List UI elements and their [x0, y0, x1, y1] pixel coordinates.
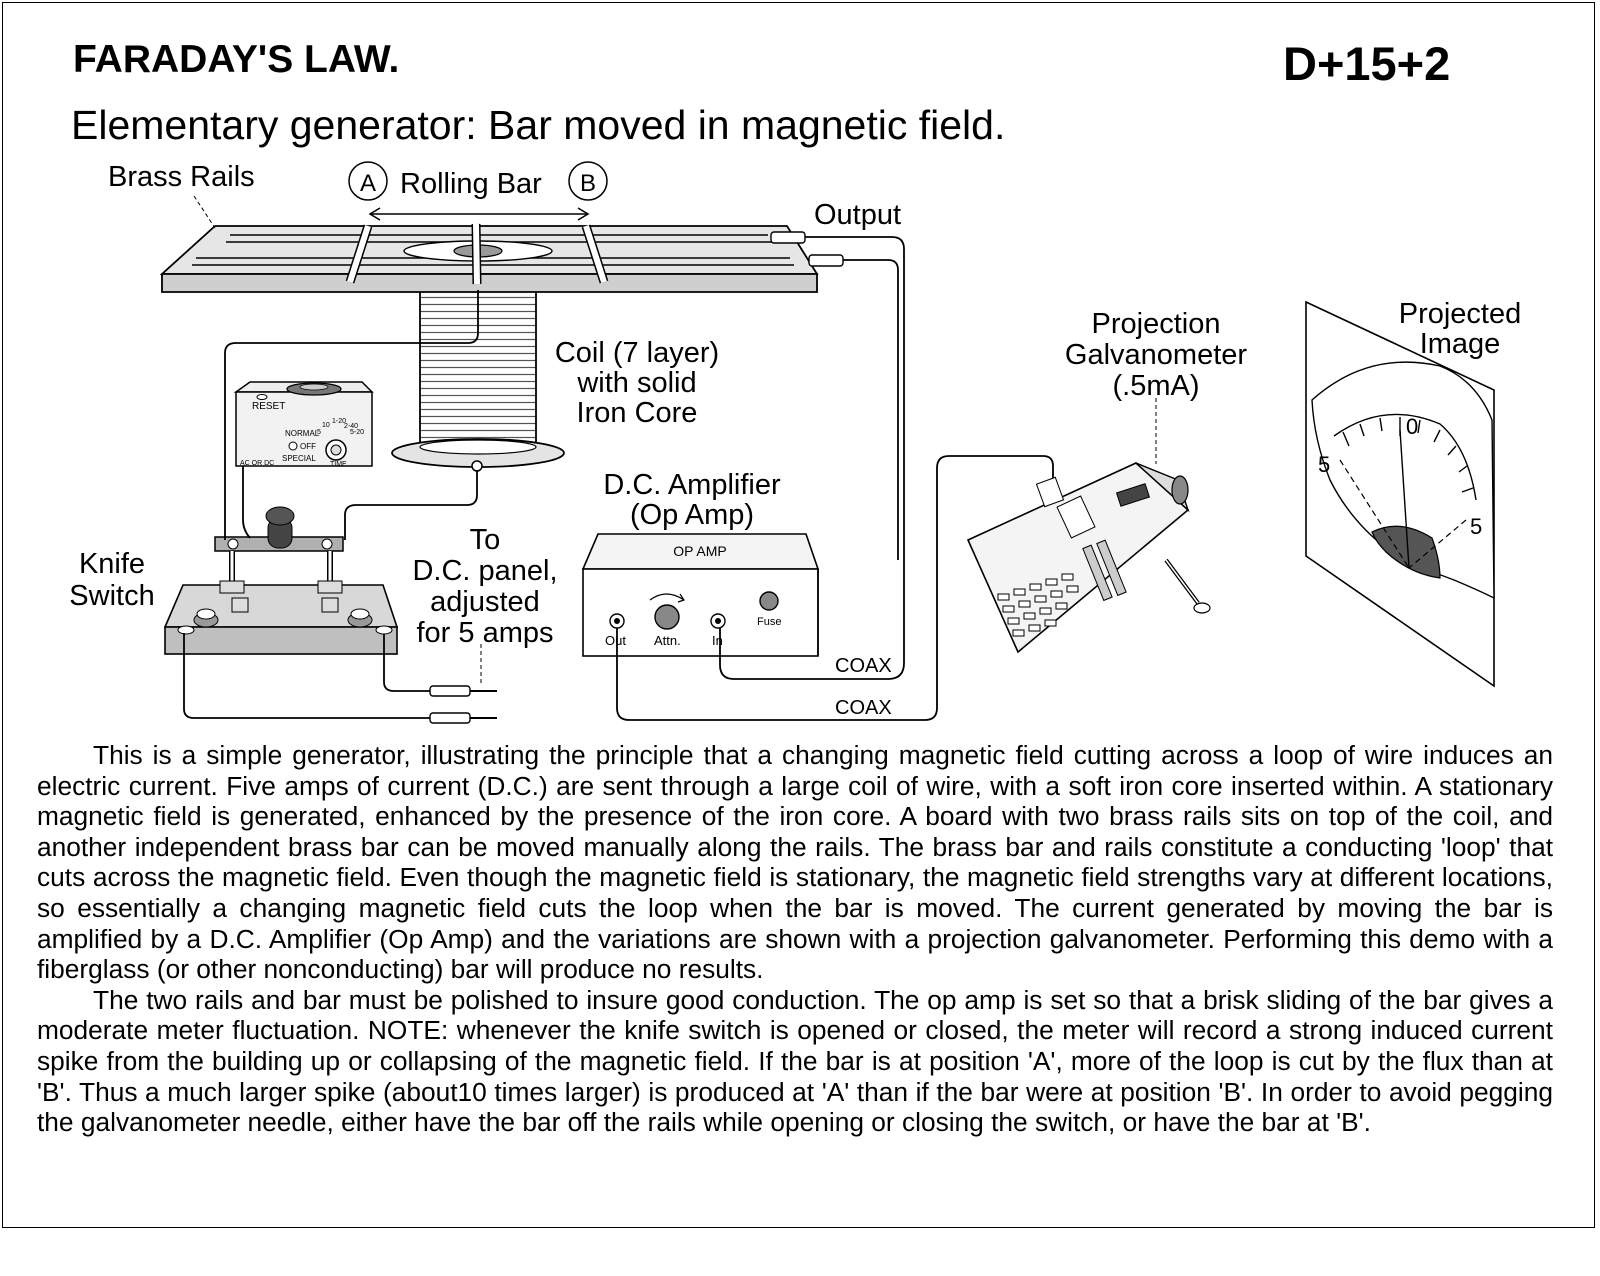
amplifier-line2: (Op Amp)	[630, 499, 754, 531]
description-paragraph-1: This is a simple generator, illustrating…	[37, 740, 1553, 985]
page-subtitle: Elementary generator: Bar moved in magne…	[71, 102, 1006, 148]
scale-ticks	[1342, 417, 1474, 493]
projected-image-label: Projected Image	[1399, 298, 1522, 360]
amplifier-line1: D.C. Amplifier	[603, 469, 781, 501]
dc-panel-label: To D.C. panel, adjusted for 5 amps	[412, 524, 557, 649]
scale-center-value: 0	[1406, 414, 1418, 439]
dc-panel-line3: adjusted	[430, 586, 540, 618]
op-amp: OP AMP Out Attn. In Fuse	[581, 533, 820, 657]
apparatus-diagram: Brass Rails A Rolling Bar B Output Coil …	[69, 161, 1522, 724]
coil-label: Coil (7 layer) with solid Iron Core	[555, 337, 719, 429]
dc-panel-line4: for 5 amps	[417, 617, 554, 649]
scale-right-value: 5	[1470, 514, 1482, 539]
dial-value: 2-40	[344, 423, 358, 430]
knife-switch-line2: Switch	[69, 580, 154, 612]
op-amp-name: OP AMP	[673, 543, 726, 559]
galvanometer-label: Projection Galvanometer (.5mA)	[1065, 308, 1247, 402]
op-amp-out: Out	[605, 633, 626, 648]
brass-rails-label: Brass Rails	[108, 161, 255, 193]
galvanometer-line1: Projection	[1092, 308, 1221, 340]
op-amp-fuse: Fuse	[757, 616, 781, 628]
galvanometer-line2: Galvanometer	[1065, 339, 1247, 371]
dial-value: 1-20	[332, 418, 346, 425]
wires	[183, 236, 1054, 721]
coil-label-line1: Coil (7 layer)	[555, 337, 719, 369]
knife-switch	[163, 506, 399, 655]
amplifier-label: D.C. Amplifier (Op Amp)	[603, 469, 781, 531]
timer-reset: RESET	[252, 401, 285, 412]
dc-panel-plugs	[429, 685, 497, 724]
timer-time: TIME	[330, 461, 347, 468]
rolling-bar-a	[345, 224, 373, 284]
timer-ac-dc: AC OR DC	[240, 460, 274, 467]
coil-label-line3: Iron Core	[577, 397, 698, 429]
op-amp-in: In	[712, 633, 723, 648]
marker-a: A	[360, 170, 376, 197]
timer-normal: NORMAL	[285, 429, 320, 438]
projection-galvanometer	[966, 462, 1211, 654]
coil-label-line2: with solid	[576, 367, 696, 399]
dc-panel-line1: To	[470, 524, 501, 556]
galvanometer-line3: (.5mA)	[1113, 370, 1200, 402]
description: This is a simple generator, illustrating…	[37, 740, 1553, 1138]
knife-switch-label: Knife Switch	[69, 548, 154, 612]
dial-value: 5	[317, 429, 321, 436]
timer-off: OFF	[300, 442, 316, 451]
scale-left-value: 5	[1318, 452, 1330, 477]
rolling-bar-b	[581, 224, 609, 284]
description-paragraph-2: The two rails and bar must be polished t…	[37, 984, 1553, 1138]
timer-special: SPECIAL	[282, 454, 316, 463]
coax-label-1: COAX	[835, 655, 892, 677]
motion-arrow	[368, 207, 590, 221]
demo-code: D+15+2	[1283, 37, 1451, 90]
coax-label-2: COAX	[835, 697, 892, 719]
dc-panel-line2: D.C. panel,	[412, 555, 557, 587]
dial-value: 5-20	[350, 429, 364, 436]
marker-b-circle	[568, 161, 608, 201]
rail-board	[159, 225, 844, 293]
projected-image-line2: Image	[1420, 328, 1501, 360]
projected-image: 5 0 5	[1305, 300, 1495, 688]
page-frame	[2, 2, 1595, 1228]
coil	[391, 287, 565, 472]
marker-b: B	[580, 170, 596, 197]
op-amp-attn: Attn.	[654, 633, 681, 648]
rolling-bar-label: Rolling Bar	[400, 168, 542, 200]
timer-box: RESET NORMAL OFF SPECIAL AC OR DC TIME 5…	[233, 381, 374, 468]
projected-image-line1: Projected	[1399, 298, 1522, 330]
knife-switch-line1: Knife	[79, 548, 145, 580]
page-title: FARADAY'S LAW.	[73, 38, 400, 81]
output-label: Output	[814, 199, 901, 231]
dial-value: 10	[322, 422, 330, 429]
rolling-bar-center	[471, 223, 482, 285]
marker-a-circle	[348, 161, 388, 201]
